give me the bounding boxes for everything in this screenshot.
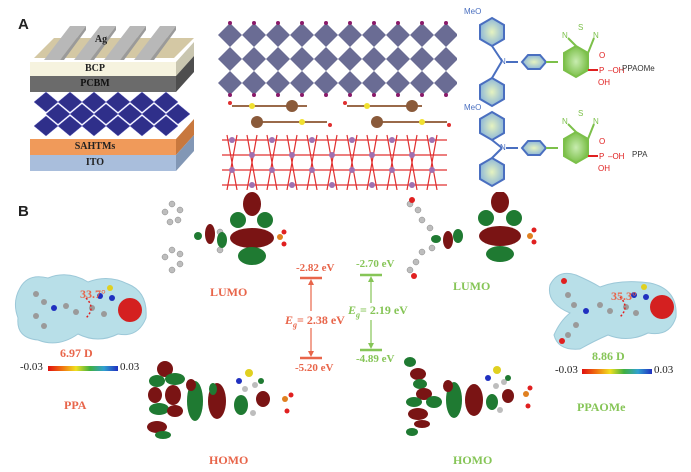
layer-label-pcbm: PCBM (80, 78, 110, 89)
ppaome-dipole: 8.86 D (592, 349, 625, 363)
layer-label-ito: ITO (85, 157, 105, 168)
ppa-lumo-label: LUMO (210, 285, 248, 299)
ppa-homo-label: HOMO (209, 453, 249, 467)
ppaome-homo-label: HOMO (453, 453, 493, 467)
ppa-esp-map (14, 274, 147, 344)
ppaome-lumo-orbital (406, 192, 537, 279)
interface-structure-diagram (218, 21, 457, 190)
ppaome-molecule-label: PPAOMe (577, 400, 626, 414)
svg-text:OH: OH (598, 164, 610, 173)
ppaome-gap-symbol: E (348, 303, 357, 317)
ppa-lumo-energy: -2.82 eV (296, 262, 335, 274)
svg-text:P: P (599, 66, 604, 75)
svg-text:O: O (599, 137, 605, 146)
ppa-homo-energy: -5.20 eV (295, 362, 334, 374)
ppa-lumo-orbital (161, 192, 287, 274)
ppa-colorbar-max: 0.03 (120, 361, 140, 373)
ppaome-colorbar (582, 369, 652, 374)
ppaome-colorbar-max: 0.03 (654, 364, 674, 376)
svg-text:N: N (500, 57, 506, 66)
ppa-colorbar (48, 366, 118, 371)
ppa-gap-subscript: g (293, 320, 298, 330)
molecule-name-ppaome: PPAOMe (622, 64, 655, 73)
ppaome-gap-subscript: g (356, 310, 361, 320)
ppa-gap-value: = 2.38 eV (297, 313, 345, 327)
svg-text:N: N (562, 117, 568, 126)
layer-label-sahtms: SAHTMs (74, 141, 116, 152)
svg-text:N: N (500, 143, 506, 152)
ppaome-esp-map (548, 272, 677, 350)
panel-label-a: A (18, 16, 29, 33)
layer-label-bcp: BCP (85, 63, 105, 74)
svg-text:N: N (593, 117, 599, 126)
ppaome-homo-orbital (404, 357, 533, 436)
svg-text:S: S (578, 23, 583, 32)
svg-text:O: O (599, 51, 605, 60)
ppaome-gap-value: = 2.19 eV (360, 303, 408, 317)
ppaome-dihedral-angle: 35.3° (611, 289, 637, 303)
svg-text:N: N (593, 31, 599, 40)
layer-label-ag: Ag (94, 34, 108, 45)
ppa-gap-symbol: E (285, 313, 294, 327)
svg-text:–OH: –OH (608, 152, 625, 161)
svg-text:P: P (599, 152, 604, 161)
svg-text:MeO: MeO (464, 7, 481, 16)
ppaome-colorbar-min: -0.03 (555, 364, 578, 376)
svg-text:S: S (578, 109, 583, 118)
ppa-colorbar-min: -0.03 (20, 361, 43, 373)
svg-text:N: N (562, 31, 568, 40)
panel-label-b: B (18, 203, 29, 220)
ppa-dihedral-angle: 33.7° (80, 287, 106, 301)
svg-text:OH: OH (598, 78, 610, 87)
device-stack-diagram (30, 26, 194, 171)
ppaome-lumo-energy: -2.70 eV (356, 258, 395, 270)
svg-text:–OH: –OH (608, 66, 625, 75)
energy-level-diagram (300, 273, 382, 360)
ppa-homo-orbital (147, 361, 294, 439)
ppaome-homo-energy: -4.89 eV (356, 353, 395, 365)
molecule-name-ppa: PPA (632, 150, 648, 159)
svg-text:MeO: MeO (464, 103, 481, 112)
ppaome-lumo-label: LUMO (453, 279, 491, 293)
ppa-molecule-label: PPA (64, 398, 87, 412)
ppaome-band-gap: Eg= 2.19 eV (348, 303, 408, 319)
ppa-dipole: 6.97 D (60, 346, 93, 360)
ppa-band-gap: Eg= 2.38 eV (285, 313, 345, 329)
